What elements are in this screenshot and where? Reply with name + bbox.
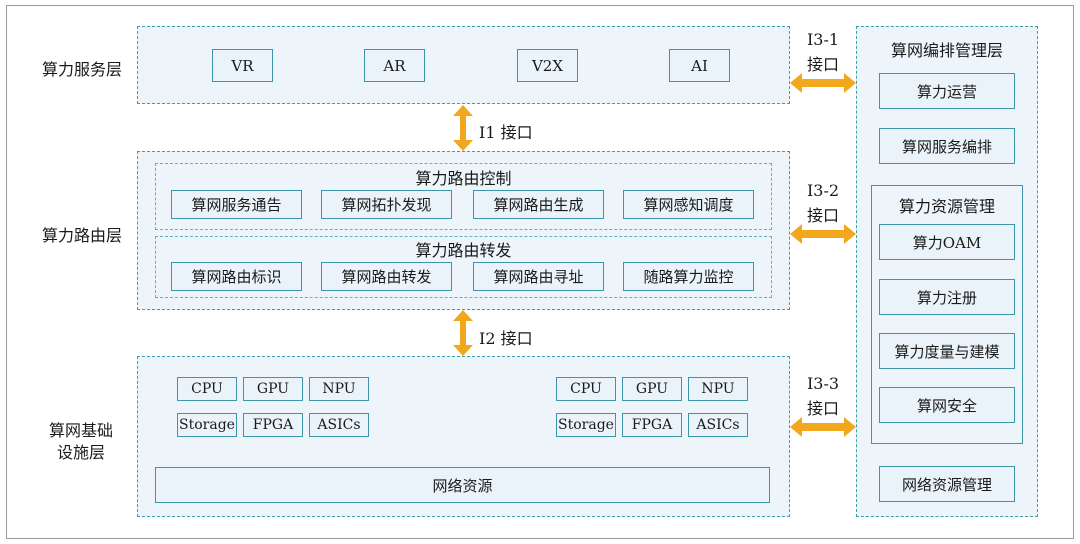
- routing-control-title: 算力路由控制: [415, 169, 512, 188]
- diagram-frame: [6, 5, 1074, 539]
- infra-right-npu: NPU: [688, 377, 748, 401]
- infra-layer-label-line2: 设施层: [57, 443, 106, 462]
- i1-arrow-icon: [453, 105, 473, 151]
- network-resource-mgmt: 网络资源管理: [879, 466, 1015, 502]
- infra-right-gpu: GPU: [622, 377, 682, 401]
- resource-mgmt-item: 算力注册: [879, 279, 1015, 315]
- infra-left-storage: Storage: [177, 413, 237, 437]
- resource-mgmt-item: 算力OAM: [879, 224, 1015, 260]
- resource-mgmt-item: 算力度量与建模: [879, 333, 1015, 369]
- i3-1-arrow-icon: [790, 73, 856, 93]
- service-layer-label: 算力服务层: [42, 60, 123, 79]
- routing-control-item: 算网路由生成: [473, 190, 604, 219]
- infra-left-fpga: FPGA: [243, 413, 303, 437]
- i1-interface-label: I1 接口: [479, 123, 533, 142]
- i3-3-interface-label-line2: 接口: [806, 399, 839, 418]
- i2-interface-label: I2 接口: [479, 329, 533, 348]
- routing-forward-item: 算网路由寻址: [473, 262, 604, 291]
- infra-left-cpu: CPU: [177, 377, 237, 401]
- infra-right-cpu: CPU: [556, 377, 616, 401]
- orchestration-ops: 算力运营: [879, 73, 1015, 109]
- orchestration-layer-title: 算网编排管理层: [890, 41, 1003, 60]
- routing-forward-title: 算力路由转发: [415, 241, 512, 260]
- routing-control-item: 算网感知调度: [623, 190, 754, 219]
- infra-left-asics: ASICs: [309, 413, 369, 437]
- i2-arrow-icon: [453, 310, 473, 356]
- infra-layer-label-line1: 算网基础: [49, 421, 114, 440]
- infra-network-resource: 网络资源: [155, 467, 770, 503]
- routing-forward-item: 随路算力监控: [623, 262, 754, 291]
- routing-control-item: 算网拓扑发现: [321, 190, 452, 219]
- infra-right-fpga: FPGA: [622, 413, 682, 437]
- service-item-vr: VR: [212, 49, 273, 82]
- infra-left-npu: NPU: [309, 377, 369, 401]
- routing-forward-item: 算网路由标识: [171, 262, 302, 291]
- infra-left-gpu: GPU: [243, 377, 303, 401]
- i3-1-interface-label-line2: 接口: [806, 55, 839, 74]
- resource-mgmt-title: 算力资源管理: [898, 197, 995, 216]
- orchestration-service-orch: 算网服务编排: [879, 128, 1015, 164]
- i3-3-arrow-icon: [790, 417, 856, 437]
- i3-2-interface-label-line1: I3-2: [806, 181, 840, 200]
- infra-right-asics: ASICs: [688, 413, 748, 437]
- service-item-ai: AI: [669, 49, 730, 82]
- service-item-ar: AR: [364, 49, 425, 82]
- i3-2-arrow-icon: [790, 224, 856, 244]
- infra-right-storage: Storage: [556, 413, 616, 437]
- routing-forward-item: 算网路由转发: [321, 262, 452, 291]
- routing-layer-label: 算力路由层: [42, 226, 123, 245]
- resource-mgmt-item: 算网安全: [879, 387, 1015, 423]
- routing-control-item: 算网服务通告: [171, 190, 302, 219]
- service-item-v2x: V2X: [517, 49, 578, 82]
- i3-3-interface-label-line1: I3-3: [806, 374, 840, 393]
- i3-2-interface-label-line2: 接口: [806, 206, 839, 225]
- i3-1-interface-label-line1: I3-1: [806, 30, 840, 49]
